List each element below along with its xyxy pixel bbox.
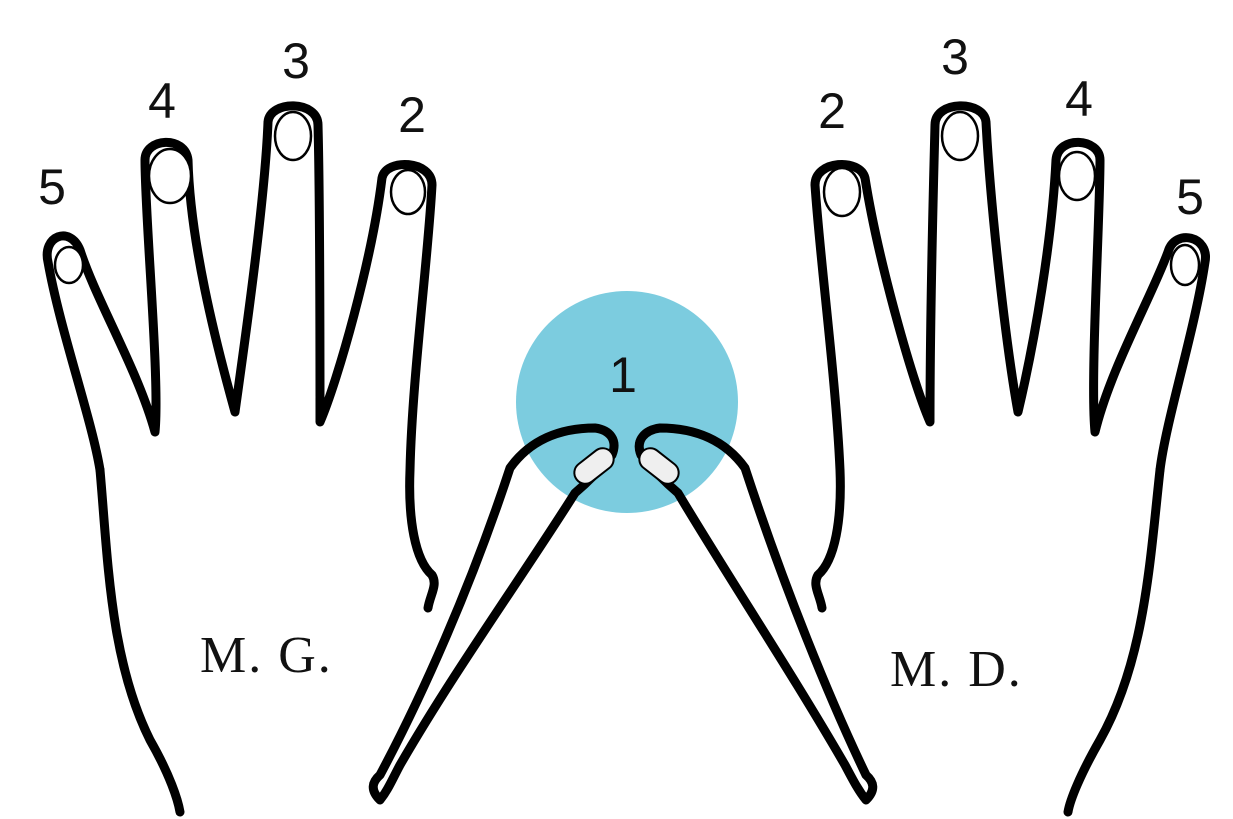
- left-finger-2-number: 2: [398, 87, 426, 143]
- right-index-nail: [824, 168, 860, 216]
- right-hand-outer-edge: [1068, 470, 1160, 812]
- right-ring-nail: [1059, 152, 1095, 200]
- left-ring-nail: [149, 149, 191, 203]
- thumb-number: 1: [609, 347, 637, 403]
- left-hand-label: M. G.: [200, 627, 333, 684]
- left-pinky-nail: [55, 247, 83, 283]
- left-finger-3-number: 3: [282, 33, 310, 89]
- right-finger-4-number: 4: [1065, 71, 1093, 127]
- left-finger-4-number: 4: [148, 73, 176, 129]
- right-pinky-nail: [1171, 245, 1199, 285]
- right-finger-3-number: 3: [941, 29, 969, 85]
- right-hand-label: M. D.: [890, 641, 1023, 698]
- right-middle-nail: [942, 112, 978, 160]
- left-hand-outer-edge: [100, 470, 180, 812]
- right-finger-5-number: 5: [1176, 169, 1204, 225]
- right-finger-2-number: 2: [818, 83, 846, 139]
- left-finger-5-number: 5: [38, 159, 66, 215]
- left-middle-nail: [275, 112, 311, 160]
- left-index-nail: [391, 170, 425, 214]
- right-hand-outline: [815, 106, 1205, 608]
